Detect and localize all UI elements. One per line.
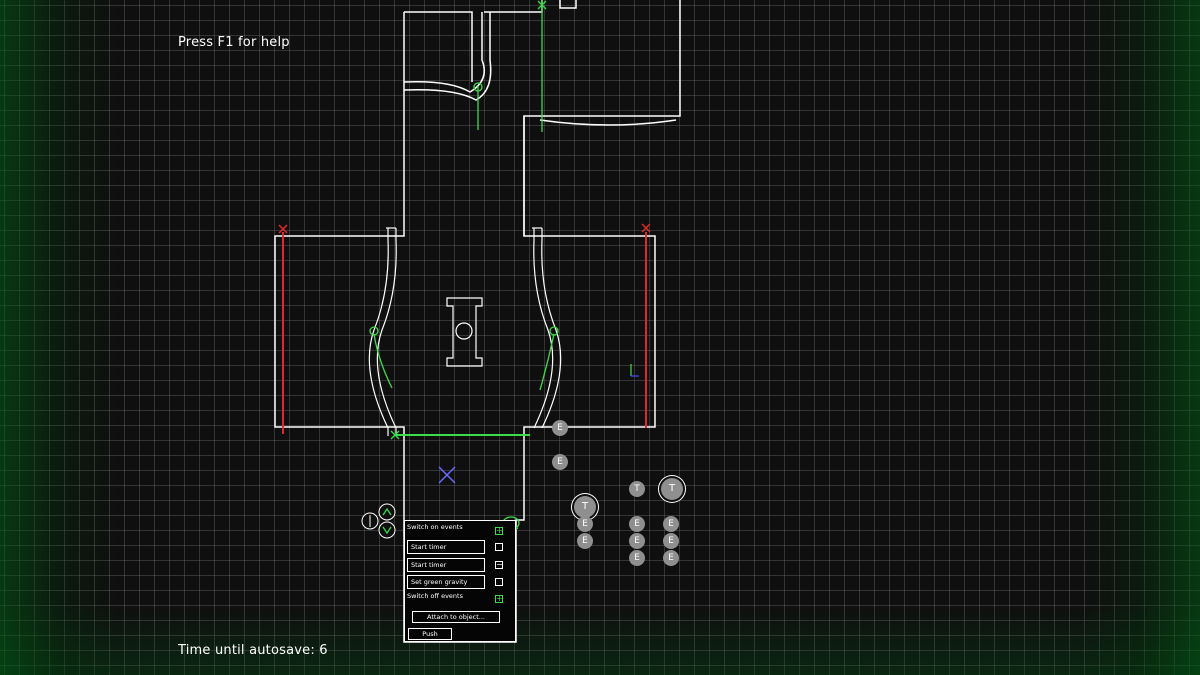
- cross-marker-icon: [641, 223, 651, 233]
- timer-marker[interactable]: T: [661, 478, 683, 500]
- autosave-label: Time until autosave:: [178, 643, 315, 658]
- green-elements[interactable]: [369, 0, 559, 536]
- cross-marker-icon: [537, 0, 547, 10]
- channel-left-outer: [368, 228, 389, 436]
- wall-top-pipe-b: [403, 12, 492, 101]
- attach-to-object-button[interactable]: Attach to object...: [412, 611, 500, 623]
- on-event-field-3[interactable]: Set green gravity: [407, 575, 485, 589]
- remove-on-event-3-button[interactable]: [495, 578, 503, 586]
- green-curve-left: [373, 333, 393, 389]
- event-marker[interactable]: E: [663, 550, 679, 566]
- event-marker[interactable]: E: [552, 454, 568, 470]
- event-marker[interactable]: E: [663, 533, 679, 549]
- curved-channels[interactable]: [368, 227, 562, 436]
- add-on-event-button[interactable]: +: [495, 526, 503, 535]
- switch-on-events-label: Switch on events: [407, 523, 463, 531]
- transform-handle-arrows: [382, 507, 392, 535]
- circle-node-icon: [473, 82, 483, 92]
- wall-top-notch: [559, 0, 577, 9]
- timer-marker[interactable]: T: [574, 496, 596, 518]
- cross-marker-icon: [278, 224, 288, 234]
- event-marker[interactable]: E: [663, 516, 679, 532]
- axis-gizmo-icon: [630, 364, 639, 377]
- add-off-event-button[interactable]: +: [495, 594, 503, 603]
- autosave-value: 6: [319, 643, 328, 658]
- move-down-handle: [378, 521, 396, 539]
- remove-on-event-2-button[interactable]: −: [495, 560, 503, 569]
- event-marker[interactable]: E: [629, 550, 645, 566]
- transform-handles[interactable]: [361, 503, 396, 539]
- channel-left-inner: [376, 228, 397, 436]
- spawn-point-icon[interactable]: [438, 466, 456, 484]
- event-marker[interactable]: E: [552, 420, 568, 436]
- wall-top-right-block: [484, 0, 543, 13]
- channel-right-outer: [533, 228, 554, 429]
- wall-top-pipe-a: [403, 12, 485, 93]
- centre-node[interactable]: [455, 322, 473, 340]
- help-hint: Press F1 for help: [178, 35, 290, 50]
- on-event-field-1[interactable]: Start timer: [407, 540, 485, 554]
- wall-top-left-block: [404, 11, 473, 82]
- cross-marker-icon: [390, 430, 400, 440]
- red-laser-lines[interactable]: [278, 223, 651, 434]
- green-curve-right: [539, 333, 555, 391]
- timer-marker[interactable]: T: [629, 481, 645, 497]
- event-marker[interactable]: E: [577, 533, 593, 549]
- level-walls[interactable]: [274, 0, 681, 643]
- on-event-field-2[interactable]: Start timer: [407, 558, 485, 572]
- chevron-down-icon: [382, 526, 392, 535]
- circle-node-icon: [549, 326, 559, 336]
- chevron-up-icon: [382, 507, 392, 516]
- autosave-status: Time until autosave: 6: [178, 643, 328, 658]
- move-up-handle: [378, 503, 396, 521]
- channel-right-inner: [541, 228, 562, 429]
- circle-node-icon: [369, 326, 379, 336]
- switch-off-events-label: Switch off events: [407, 592, 463, 600]
- event-marker[interactable]: E: [577, 516, 593, 532]
- event-marker[interactable]: E: [629, 533, 645, 549]
- event-marker[interactable]: E: [629, 516, 645, 532]
- remove-on-event-1-button[interactable]: [495, 543, 503, 551]
- push-button[interactable]: Push: [408, 628, 452, 640]
- switch-properties-panel: Switch on events + Start timer Start tim…: [404, 520, 516, 642]
- wall-flap: [539, 119, 677, 126]
- centre-block[interactable]: [446, 297, 483, 367]
